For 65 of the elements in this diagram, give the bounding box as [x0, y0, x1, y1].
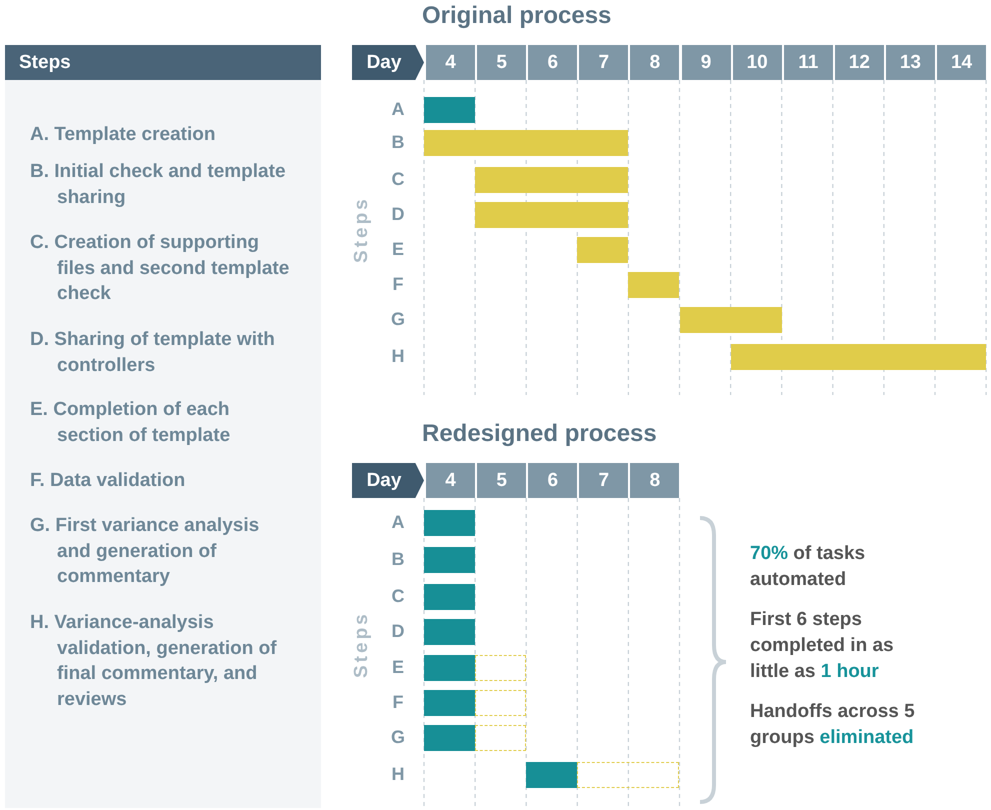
gantt-bar [424, 547, 476, 573]
column-header: 7 [577, 463, 628, 498]
column-header: 6 [526, 45, 578, 80]
note-text: Handoffs across 5 groups eliminated [750, 700, 916, 750]
gantt-bar [424, 584, 476, 610]
section-title: Redesigned process [422, 420, 657, 448]
row-letter: E [390, 657, 405, 678]
gantt-bar [475, 167, 628, 193]
step-description: A. Template creation [30, 123, 216, 147]
note-text: First 6 steps completed in as little as 1 hour [750, 608, 895, 684]
gantt-bar [628, 272, 680, 298]
step-description: G. First variance analysis and generation of commentary [30, 514, 260, 589]
step-description: C. Creation of supporting files and second template check [30, 231, 290, 306]
gantt-bar [424, 97, 476, 123]
gantt-bar [577, 237, 628, 263]
column-header: 10 [730, 45, 782, 80]
panel-header: Steps [5, 45, 321, 80]
step-description: H. Variance-analysis validation, generation of final commentary, and reviews [30, 611, 278, 712]
row-letter: E [390, 239, 405, 260]
day-header-cell: Day [352, 45, 424, 80]
column-header: 6 [526, 463, 578, 498]
row-letter: C [390, 169, 406, 190]
gantt-bar [526, 762, 578, 788]
row-letter: D [390, 621, 406, 642]
step-description: F. Data validation [30, 469, 186, 493]
column-header: 7 [577, 45, 628, 80]
gantt-bar [424, 655, 476, 681]
row-letter: G [390, 727, 406, 748]
row-letter: B [390, 549, 406, 570]
column-header: 11 [782, 45, 833, 80]
column-header: 5 [475, 463, 526, 498]
column-header: 12 [832, 45, 884, 80]
gantt-bar [680, 307, 782, 333]
row-letter: F [392, 692, 404, 713]
column-header: 4 [424, 45, 476, 80]
gantt-bar [424, 690, 476, 716]
axis-title: Steps [351, 202, 373, 262]
row-letter: H [390, 764, 406, 785]
gantt-bar [424, 619, 476, 645]
gantt-bar [424, 510, 476, 536]
row-letter: C [390, 586, 406, 607]
column-header: 8 [628, 45, 680, 80]
column-header: 4 [424, 463, 476, 498]
section-title: Original process [422, 2, 612, 30]
day-header-cell: Day [352, 463, 424, 498]
gantt-bar [730, 344, 986, 370]
column-header: 13 [884, 45, 935, 80]
step-description: D. Sharing of template with controllers [30, 328, 276, 378]
row-letter: D [390, 204, 406, 225]
row-letter: A [390, 512, 406, 533]
step-description: B. Initial check and template sharing [30, 160, 287, 210]
row-letter: H [390, 346, 406, 367]
column-header: 5 [475, 45, 526, 80]
gantt-bar [424, 725, 476, 751]
column-header: 9 [680, 45, 731, 80]
step-description: E. Completion of each section of template [30, 398, 232, 448]
gantt-bar [424, 130, 628, 156]
gantt-bar [475, 202, 628, 228]
column-header: 8 [628, 463, 680, 498]
row-letter: F [392, 274, 404, 295]
note-text: 70% of tasks automated [750, 542, 866, 592]
row-letter: B [390, 132, 406, 153]
column-header: 14 [935, 45, 986, 80]
row-letter: G [390, 309, 406, 330]
row-letter: A [390, 99, 406, 120]
